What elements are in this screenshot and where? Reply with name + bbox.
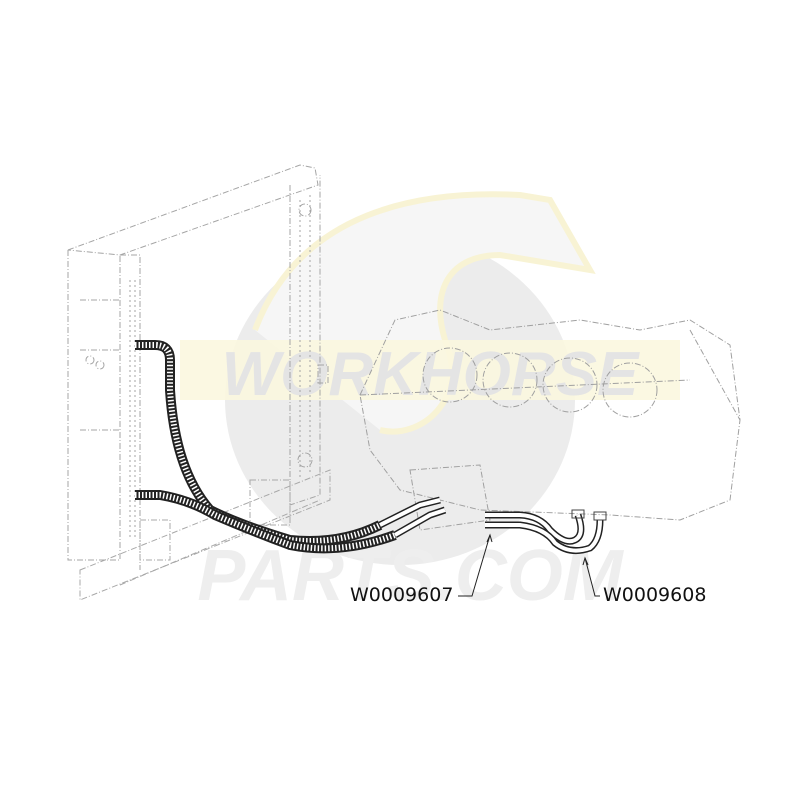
leader-line-W0009607 <box>458 534 491 597</box>
cooler-hose-lower <box>135 490 397 554</box>
watermark-text-bottom: PARTS.COM <box>197 536 624 616</box>
callout-label-W0009607[interactable]: W0009607 <box>350 584 454 606</box>
watermark-logo: WORKHORSE PARTS.COM <box>180 191 680 616</box>
callout-label-W0009608[interactable]: W0009608 <box>603 584 707 606</box>
radiator <box>67 164 329 570</box>
cooler-pipe-front <box>378 496 585 545</box>
cooler-pipe-rear <box>393 506 607 555</box>
frame-crossmember <box>79 469 331 601</box>
leader-lines <box>458 533 600 597</box>
watermark-text-top: WORKHORSE <box>222 340 640 409</box>
leader-line-W0009608 <box>584 557 600 597</box>
